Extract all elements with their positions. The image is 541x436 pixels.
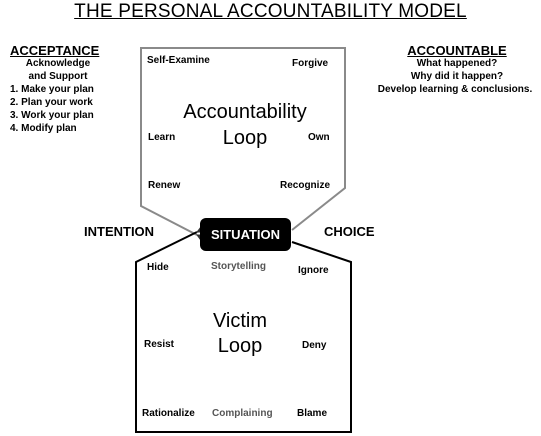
situation-label: SITUATION [210, 227, 281, 242]
label-self-examine: Self-Examine [147, 55, 210, 66]
label-own: Own [308, 132, 330, 143]
acceptance-item: 3. Work your plan [10, 110, 94, 121]
label-blame: Blame [297, 408, 328, 419]
label-complaining: Complaining [212, 408, 273, 419]
accountability-loop-title-1: Accountability [183, 101, 307, 123]
page-title: THE PERSONAL ACCOUNTABILITY MODEL [74, 1, 467, 22]
accountability-loop-outline [140, 47, 346, 242]
label-deny: Deny [302, 340, 327, 351]
label-ignore: Ignore [298, 265, 329, 276]
label-storytelling: Storytelling [211, 261, 267, 272]
label-choice: CHOICE [324, 224, 375, 239]
victim-loop-title-1: Victim [212, 310, 268, 332]
label-renew: Renew [148, 180, 181, 191]
accountable-line: What happened? [416, 58, 498, 69]
label-learn: Learn [148, 132, 176, 143]
situation-box [200, 218, 291, 251]
acceptance-sub-1: Acknowledge [25, 58, 91, 69]
acceptance-heading: ACCEPTANCE [10, 43, 100, 58]
label-resist: Resist [144, 339, 175, 350]
accountable-line: Develop learning & conclusions. [377, 84, 533, 95]
accountable-line: Why did it happen? [410, 71, 504, 82]
acceptance-sub-2: and Support [28, 71, 88, 82]
victim-loop-title-2: Loop [217, 335, 263, 357]
label-recognize: Recognize [280, 180, 331, 191]
label-hide: Hide [147, 262, 169, 273]
acceptance-item: 1. Make your plan [10, 84, 94, 95]
accountable-heading: ACCOUNTABLE [407, 43, 507, 58]
accountability-loop-title-2: Loop [222, 127, 268, 149]
victim-loop-outline [135, 225, 352, 433]
acceptance-item: 2. Plan your work [10, 97, 93, 108]
label-rationalize: Rationalize [142, 408, 195, 419]
label-forgive: Forgive [292, 58, 329, 69]
label-intention: INTENTION [84, 224, 155, 239]
acceptance-item: 4. Modify plan [10, 123, 77, 134]
